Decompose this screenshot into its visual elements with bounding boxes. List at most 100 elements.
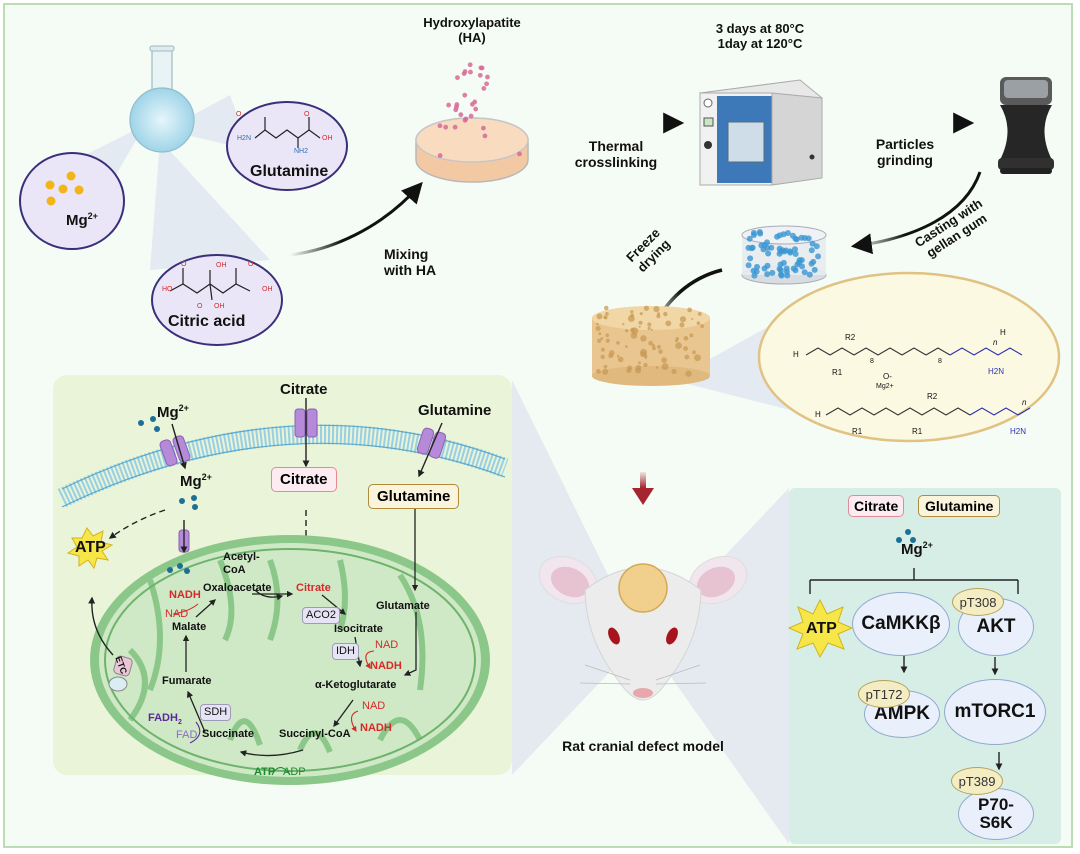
polymer-label: H [815,410,821,419]
isocitrate-label: Isocitrate [334,623,383,635]
gel-bead [811,266,818,273]
gel-bead [808,260,815,267]
succinylcoa-to-succinate-arrow [239,749,304,757]
ha-particle [458,112,464,118]
mg-label: Mg2+ [66,211,98,229]
scaffold-pore [657,345,661,349]
gel-bead [756,229,763,236]
mtorc1-node: mTORC1 [944,679,1046,745]
citric-oh3: OH [214,303,225,310]
scaffold-pore [658,349,663,354]
polymer-label: H2N [988,367,1005,376]
gel-bead [790,265,797,272]
gel-bead [778,272,785,279]
mg-outside-label: Mg2+ [157,403,189,421]
polymer-label: n [1022,398,1027,407]
grinder-icon [998,77,1054,174]
citrate-box: Citrate [271,467,337,492]
citric-ho: HO [162,286,173,293]
scaffold-pore [651,344,655,348]
scaffold-pore [647,326,651,331]
adp-label: ADP [283,766,306,778]
citric-oh1: OH [216,262,227,269]
scaffold-pore [625,345,628,348]
scaffold-pore [603,305,609,311]
casting-arrow [850,171,982,255]
nad-nadh-arrow-1 [365,650,375,669]
ha-particle [468,69,473,75]
gel-bead [764,244,771,251]
polymer-label: 8 [870,358,874,365]
glutamine-h2n: H2N [237,135,252,142]
ha-particle [462,117,468,123]
nad-label-2: NAD [362,700,386,712]
scaffold-pore [679,316,687,323]
sdh-enzyme-badge: SDH [200,704,232,721]
gel-bead [793,236,800,243]
pt389-badge: pT389 [951,767,1003,795]
ha-particles [437,62,522,158]
scaffold-pore [665,320,672,327]
ha-particle [467,62,473,68]
implant-arrow-head [632,488,654,505]
etc-icon [108,655,133,692]
mg-import-arrow [171,423,187,470]
gel-bead [784,272,791,279]
polymer-label: R2 [845,333,856,342]
flask-icon [129,45,195,153]
scaffold-pore [640,335,647,342]
scaffold-pore [638,325,641,328]
gel-bead [758,242,765,249]
scaffold-pore [640,351,647,358]
gel-bead [780,259,787,266]
polymer-label: Mg2+ [876,383,894,390]
scaffold-pore [651,346,656,351]
signaling-panel [789,488,1061,844]
glutamine-o1: O [236,111,242,118]
scaffold-pore [685,370,692,377]
scaffold-pore [596,368,601,374]
gel-bead [765,250,772,257]
gel-bead [746,235,753,242]
scaffold-pore [603,364,608,369]
nad-nadh-arrow-2 [350,710,359,732]
alpha-ketoglutarate-label: α-Ketoglutarate [315,679,397,691]
aco2-enzyme-badge: ACO2 [302,607,340,624]
scaffold-pore [653,306,660,313]
scaffold-pore [616,341,620,345]
gel-bead [792,250,799,257]
gel-bead [806,271,813,278]
camkkb-node: CaMKKβ [852,592,950,656]
glutamine-structure [254,117,321,148]
scaffold-pore [596,313,603,320]
scaffold-pore [691,318,694,321]
citric-o2: O [248,261,254,268]
idh-enzyme-badge: IDH [332,643,359,660]
ha-particle [473,106,479,112]
scaffold-pore [661,363,669,370]
glutamine-label: Glutamine [250,163,329,180]
citric-structure [169,268,251,301]
scaffold-pores [595,305,705,377]
signaling-glutamine-box: Glutamine [918,495,1001,517]
atp-label: ATP [75,539,106,556]
membrane-inner-edge [61,442,506,508]
polymer-label: 8 [938,358,942,365]
gel-bead [799,263,806,270]
polymer-label: H2N [1010,427,1027,436]
gel-bead [776,232,783,239]
nadh-label-3: NADH [169,589,201,601]
ha-particle [446,102,452,108]
etc-to-atp-arrow [88,596,114,656]
ha-particle [477,72,483,78]
akg-to-succinylcoa-arrow [333,699,354,728]
gel-bead [754,263,761,270]
gel-bead [781,248,788,255]
ha-title: Hydroxylapatite(HA) [423,15,521,45]
scaffold-pore [605,333,610,338]
gel-beads [745,229,822,279]
mg-inside-label: Mg2+ [180,472,212,490]
